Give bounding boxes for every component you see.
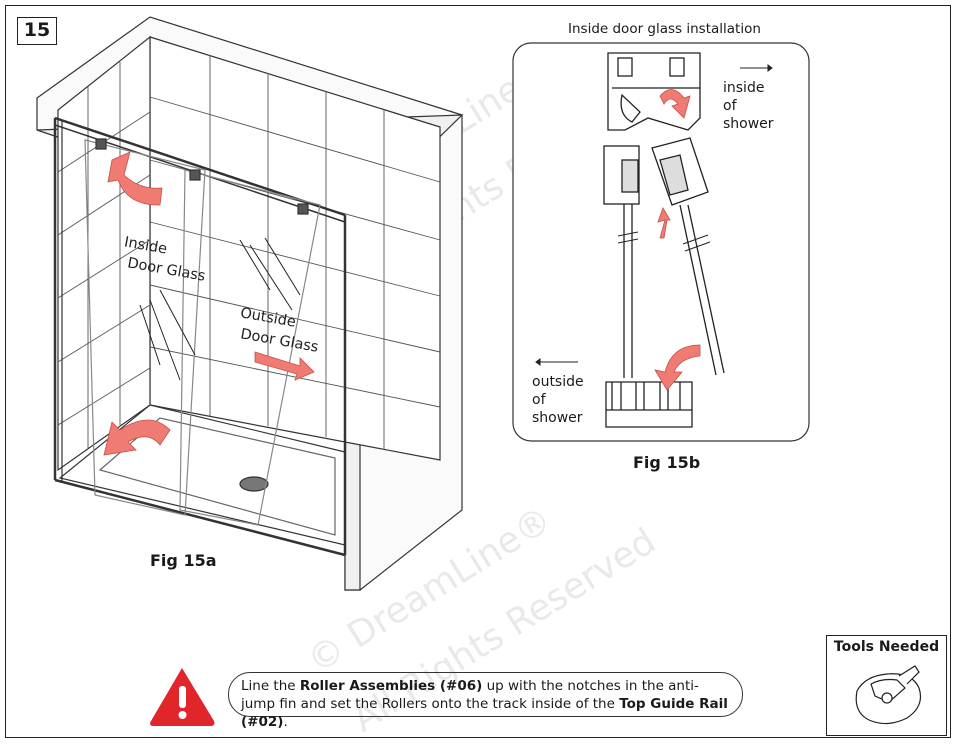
hand-icon (855, 665, 922, 725)
fig15b-caption: Fig 15b (633, 453, 701, 472)
instruction-bold-1: Roller Assemblies (#06) (299, 678, 483, 694)
instruction-bold-2: Top Guide Rail (#02) (241, 696, 728, 730)
fig15a-caption: Fig 15a (150, 551, 217, 570)
fig15b-title: Inside door glass installation (568, 21, 761, 37)
instruction-note: Line the Roller Assemblies (#06) up with… (228, 672, 743, 730)
outside-shower-label-3: shower (532, 410, 583, 426)
instruction-text-3: . (283, 714, 288, 730)
instruction-text-2: up with the notches in the anti-jump fin… (241, 678, 699, 712)
step-number: 15 (17, 17, 57, 45)
inside-shower-label-3: shower (723, 116, 774, 132)
inside-shower-label-1: inside (723, 80, 765, 96)
tools-needed-title: Tools Needed (833, 639, 940, 655)
outside-shower-label-2: of (532, 392, 546, 408)
page-frame (5, 5, 951, 738)
tools-needed-box: Tools Needed (826, 635, 947, 736)
instruction-text-1: Line the (241, 678, 300, 694)
inside-shower-label-2: of (723, 98, 737, 114)
outside-shower-label-1: outside (532, 374, 584, 390)
